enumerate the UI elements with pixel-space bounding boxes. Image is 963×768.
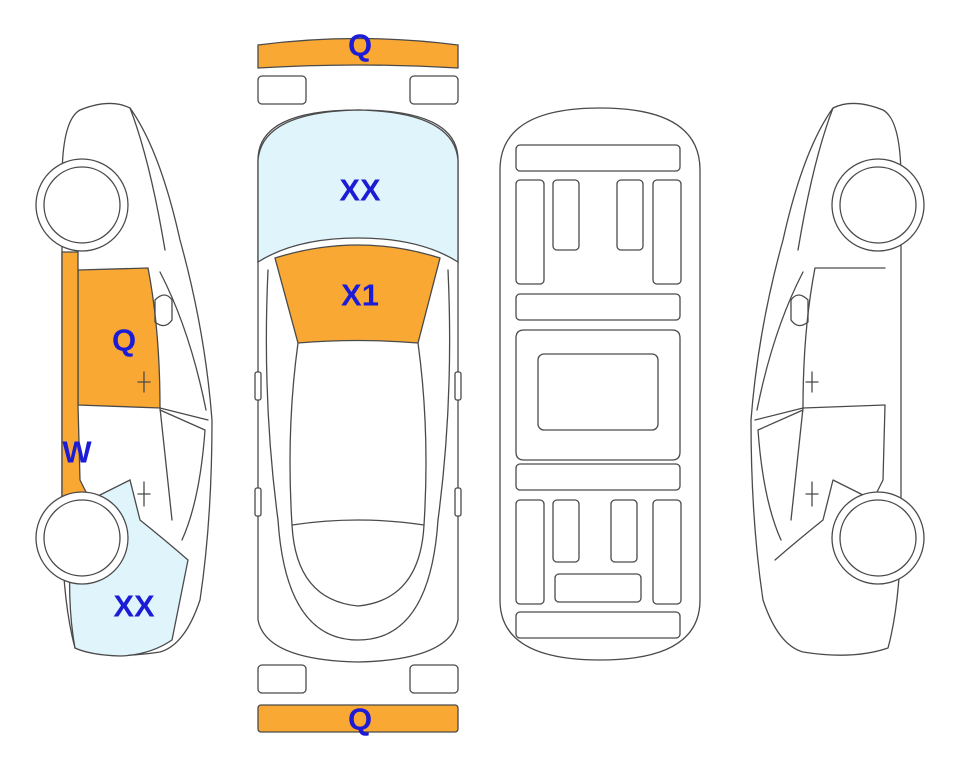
underbody-mount-3: [552, 499, 580, 563]
right-front-wheel-arch: [839, 499, 917, 577]
front-left-headlight: [257, 75, 307, 105]
left-side-window-frame: [159, 409, 206, 541]
left-side-mirror: [154, 294, 173, 327]
underbody-crossmember-4: [515, 611, 681, 639]
right-side-view: [750, 102, 925, 656]
underbody-crossmember-2: [515, 293, 681, 321]
top-view: Q XX X1 Q: [254, 28, 462, 737]
left-side-view: Q W XX: [35, 102, 213, 657]
top-view-left-mirror: [254, 371, 262, 401]
right-side-door-seam: [790, 407, 804, 521]
underbody-rear-module: [554, 573, 642, 603]
rear-left-taillight: [257, 664, 307, 694]
underbody-mount-1: [552, 179, 580, 251]
right-side-window-line: [756, 271, 804, 411]
windshield-label: X1: [341, 278, 379, 313]
left-side-door-seam: [159, 407, 173, 521]
left-rear-wheel-arch: [43, 166, 121, 244]
trunk-line: [277, 519, 439, 641]
top-view-body-outline: [257, 109, 459, 663]
left-side-front-door-panel: [77, 267, 161, 409]
right-side-mirror: [790, 294, 809, 327]
top-view-right-a-pillar: [437, 269, 451, 521]
front-right-headlight: [409, 75, 459, 105]
underbody-center-frame: [515, 329, 681, 461]
rear-window: [291, 519, 425, 607]
rear-bumper-label: Q: [348, 702, 372, 737]
top-view-left-rear-mark: [254, 487, 262, 517]
left-front-wheel-arch: [43, 499, 121, 577]
left-side-door-handle-front: [137, 371, 151, 393]
underbody-crossmember-1: [515, 144, 681, 172]
top-view-right-rear-mark: [454, 487, 462, 517]
right-side-belt-line: [754, 407, 804, 421]
underbody-center-tunnel: [537, 353, 659, 431]
right-rear-wheel-arch: [839, 166, 917, 244]
hood-label: XX: [339, 173, 381, 208]
underbody-view: [499, 107, 701, 661]
right-side-window-frame: [757, 409, 804, 541]
underbody-rail-right-front: [652, 179, 682, 285]
left-front-wheel: [35, 491, 129, 585]
rear-right-taillight: [409, 664, 459, 694]
underbody-rail-right-rear: [652, 499, 682, 605]
underbody-crossmember-3: [515, 463, 681, 491]
top-view-roof-left: [289, 342, 299, 526]
top-view-right-mirror: [454, 371, 462, 401]
right-side-door-panel: [802, 267, 886, 409]
hood-panel: [257, 109, 459, 264]
rear-bumper-panel: [257, 704, 459, 733]
top-view-left-a-pillar: [265, 269, 279, 521]
left-side-door-handle-rear: [137, 481, 151, 507]
left-rear-wheel: [35, 158, 129, 252]
front-bumper-label: Q: [348, 28, 372, 63]
left-side-roof-line: [129, 107, 166, 251]
left-front-fender-label: XX: [113, 589, 155, 624]
underbody-mount-4: [610, 499, 638, 563]
right-side-roof-line: [797, 107, 834, 251]
top-view-roof-right: [417, 342, 427, 526]
left-front-door-label: Q: [112, 323, 136, 358]
left-side-belt-line: [159, 407, 209, 421]
windshield-panel: [274, 244, 441, 344]
right-side-door-handle-front: [805, 371, 819, 393]
front-bumper-panel: [257, 37, 459, 69]
underbody-rail-left-rear: [515, 499, 545, 605]
left-side-window-line: [159, 271, 207, 411]
underbody-mount-2: [616, 179, 644, 251]
left-rocker-label: W: [62, 435, 92, 470]
underbody-rail-left-front: [515, 179, 545, 285]
right-side-door-handle-rear: [805, 481, 819, 507]
right-front-wheel: [831, 491, 925, 585]
right-rear-wheel: [831, 158, 925, 252]
